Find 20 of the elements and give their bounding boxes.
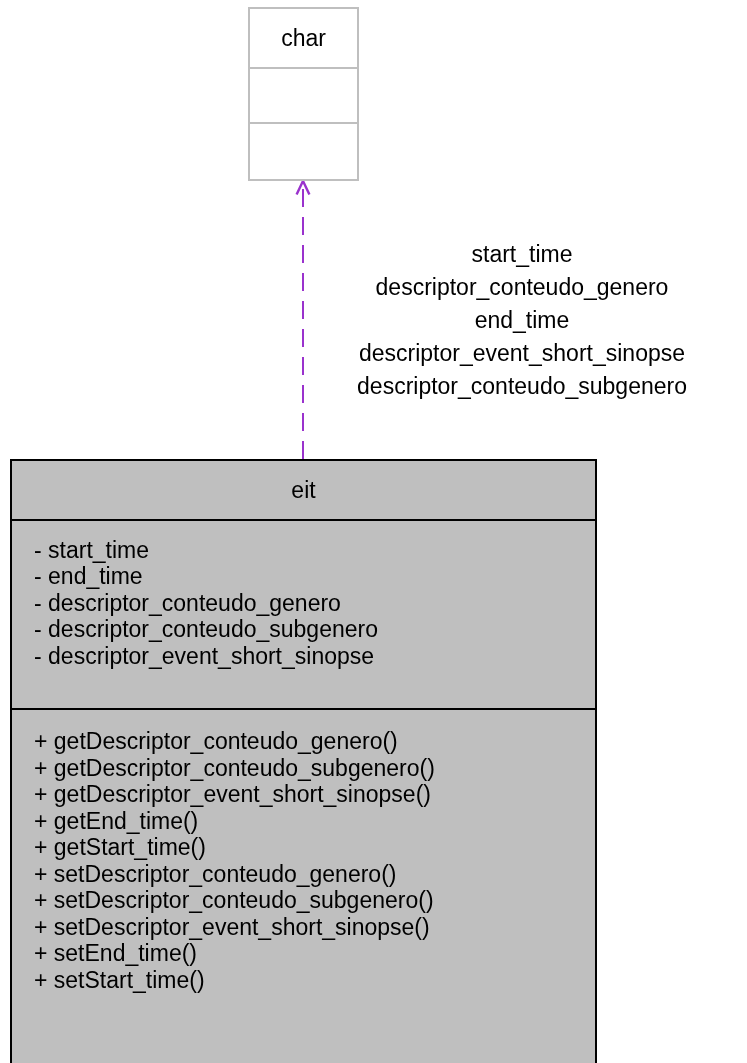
attribute-text: - descriptor_conteudo_genero (34, 589, 342, 617)
method-text: + setDescriptor_conteudo_genero() (34, 860, 398, 888)
method-text: + setDescriptor_event_short_sinopse() (34, 913, 431, 941)
class-name: char (281, 24, 326, 52)
method-text: + getDescriptor_conteudo_subgenero() (34, 754, 436, 782)
attribute-text: - descriptor_event_short_sinopse (34, 642, 376, 670)
method-text: + getStart_time() (34, 834, 207, 861)
class-name: eit (291, 476, 316, 504)
method-text: + setEnd_time() (34, 940, 198, 967)
method-text: + getEnd_time() (34, 807, 200, 835)
class-box (248, 7, 359, 181)
method-text: + setDescriptor_conteudo_subgenero() (34, 887, 435, 914)
attribute-text: - descriptor_conteudo_subgenero (34, 616, 379, 643)
method-text: + setStart_time() (34, 966, 206, 994)
class-box (10, 459, 597, 1063)
attribute-text: - end_time (34, 563, 144, 590)
method-text: + getDescriptor_conteudo_genero() (34, 728, 399, 755)
dependency-arrow (295, 179, 311, 460)
attribute-text: - start_time (34, 536, 151, 564)
method-text: + getDescriptor_event_short_sinopse() (34, 781, 432, 808)
